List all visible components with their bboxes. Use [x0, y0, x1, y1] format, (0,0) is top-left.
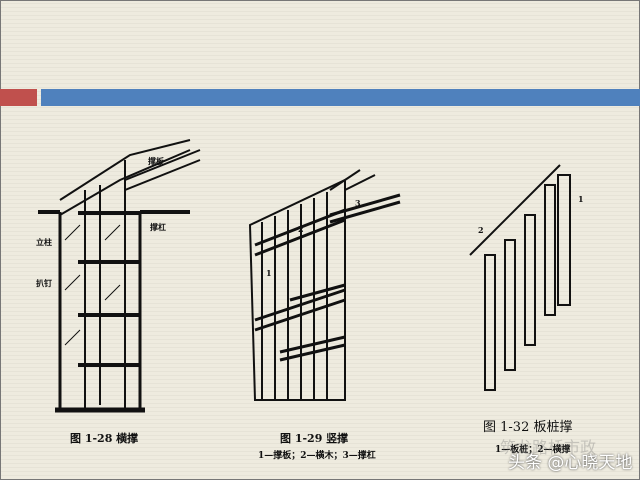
legend-figure-1-32: 1—板桩；2—横撑	[495, 445, 571, 455]
caption-figure-1-28: 图 1-28 横撑	[70, 432, 139, 445]
title-bar-accent-left	[0, 89, 37, 106]
label-2: 2	[298, 224, 304, 234]
watermark-main: 头条 @心晓天地	[508, 453, 633, 473]
label-2: 2	[478, 225, 484, 235]
watermark-faint: 筑龙路桥市政	[500, 438, 597, 457]
figure-1-32-drawing	[469, 164, 571, 391]
caption-figure-1-32: 图 1-32 板桩撑	[483, 420, 573, 435]
figure-1-29-drawing	[248, 169, 401, 401]
label-3: 3	[355, 198, 361, 208]
title-bar-accent-right	[41, 89, 640, 106]
label-staple: 扒钉	[36, 278, 52, 288]
figure-1-28-drawing	[38, 139, 201, 413]
label-1: 1	[578, 194, 584, 204]
label-1: 1	[266, 268, 272, 278]
legend-figure-1-29: 1—撑板；2—横木；3—撑杠	[258, 451, 376, 461]
label-bracing-board: 撑板	[148, 156, 164, 166]
label-post: 立柱	[36, 237, 52, 247]
label-strut: 撑杠	[150, 222, 166, 232]
caption-figure-1-29: 图 1-29 竖撑	[280, 432, 349, 445]
